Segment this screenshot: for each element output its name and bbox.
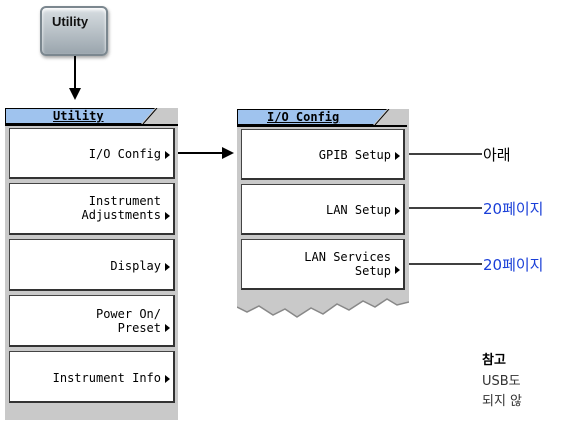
submenu-arrow-icon xyxy=(395,266,400,274)
io-config-label: I/O Config xyxy=(88,147,161,161)
submenu-arrow-icon xyxy=(395,152,400,160)
title-tab-corner xyxy=(373,109,409,125)
submenu-arrow-icon xyxy=(165,375,170,383)
title-tab-corner xyxy=(141,108,178,124)
lan-services-setup-label: LAN Services Setup xyxy=(304,250,391,278)
power-on-preset-label: Power On/ Preset xyxy=(95,307,161,335)
instrument-info-key[interactable]: Instrument Info xyxy=(9,351,175,403)
utility-hardkey-label: Utility xyxy=(52,14,89,29)
instrument-info-label: Instrument Info xyxy=(52,371,161,385)
lan-services-setup-key[interactable]: LAN Services Setup xyxy=(241,239,405,290)
io-config-menu: I/O Config GPIB Setup LAN Setup LAN Serv… xyxy=(237,109,409,354)
submenu-arrow-icon xyxy=(165,151,170,159)
utility-menu: Utility I/O Config Instrument Adjustment… xyxy=(5,108,178,420)
display-key[interactable]: Display xyxy=(9,239,175,291)
submenu-arrow-icon xyxy=(165,324,170,332)
submenu-arrow-icon xyxy=(165,212,170,220)
callout-below: 아래 xyxy=(483,146,511,164)
instrument-adjustments-label: Instrument Adjustments xyxy=(81,194,161,222)
callout-page-20-lan[interactable]: 20페이지 xyxy=(483,200,544,218)
lan-setup-key[interactable]: LAN Setup xyxy=(241,184,405,235)
note-heading: 참고 xyxy=(482,353,506,368)
lan-setup-label: LAN Setup xyxy=(325,203,391,217)
utility-hardkey[interactable]: Utility xyxy=(40,6,108,56)
submenu-arrow-icon xyxy=(165,263,170,271)
io-config-key[interactable]: I/O Config xyxy=(9,128,175,179)
callout-page-20-lan-services[interactable]: 20페이지 xyxy=(483,256,544,274)
gpib-setup-key[interactable]: GPIB Setup xyxy=(241,129,405,180)
note-line-1: USB도 xyxy=(482,374,521,389)
note-text: USB도 되지 않 xyxy=(482,372,522,412)
down-arrow-head xyxy=(69,88,81,100)
note-line-2: 되지 않 xyxy=(482,394,523,409)
power-on-preset-key[interactable]: Power On/ Preset xyxy=(9,295,175,347)
gpib-setup-label: GPIB Setup xyxy=(318,148,391,162)
instrument-adjustments-key[interactable]: Instrument Adjustments xyxy=(9,183,175,235)
right-arrow-head xyxy=(222,147,234,159)
utility-menu-title: Utility xyxy=(53,109,104,123)
io-menu-title: I/O Config xyxy=(267,110,340,124)
display-label: Display xyxy=(110,259,161,273)
submenu-arrow-icon xyxy=(395,207,400,215)
